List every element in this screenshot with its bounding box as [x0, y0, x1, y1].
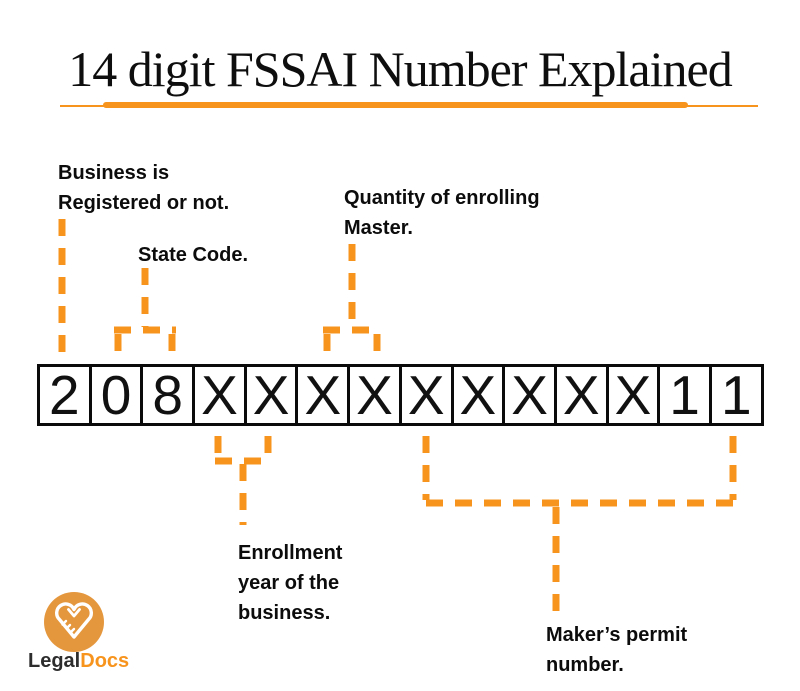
- label-enrollment-year: Enrollment year of the business.: [238, 542, 343, 624]
- state-code-connector: [114, 268, 176, 358]
- title-underline-thick: [103, 102, 688, 108]
- digit-cell: 0: [88, 367, 141, 423]
- page-title: 14 digit FSSAI Number Explained: [68, 41, 732, 97]
- maker-permit-connector: [422, 436, 737, 613]
- digit-cell: X: [398, 367, 451, 423]
- digit-cell: X: [243, 367, 296, 423]
- digit-cell: 1: [657, 367, 709, 423]
- legaldocs-wordmark: LegalDocs: [28, 650, 129, 673]
- digit-cell: 8: [140, 367, 192, 423]
- enrollment-connector: [214, 436, 272, 525]
- digit-cell: X: [192, 367, 244, 423]
- handshake-heart-icon: [44, 592, 104, 652]
- digit-cell: X: [450, 367, 503, 423]
- digit-cell: X: [502, 367, 554, 423]
- digit-cell: X: [347, 367, 399, 423]
- brand-docs: Docs: [80, 650, 130, 672]
- brand-legal: Legal: [28, 650, 81, 672]
- label-state-code: State Code.: [138, 244, 249, 266]
- quantity-connector: [323, 244, 381, 358]
- digit-cell: 1: [708, 367, 761, 423]
- label-makers-permit-number: Maker’s permit number.: [546, 624, 688, 676]
- label-business-registered: Business is Registered or not.: [58, 162, 230, 214]
- digit-cell: X: [295, 367, 347, 423]
- connector-group: [58, 219, 737, 613]
- digit-cell: X: [605, 367, 658, 423]
- digit-cell: X: [553, 367, 606, 423]
- label-quantity-enrolling-master: Quantity of enrolling Master.: [344, 187, 540, 239]
- digit-cell: 2: [49, 364, 80, 426]
